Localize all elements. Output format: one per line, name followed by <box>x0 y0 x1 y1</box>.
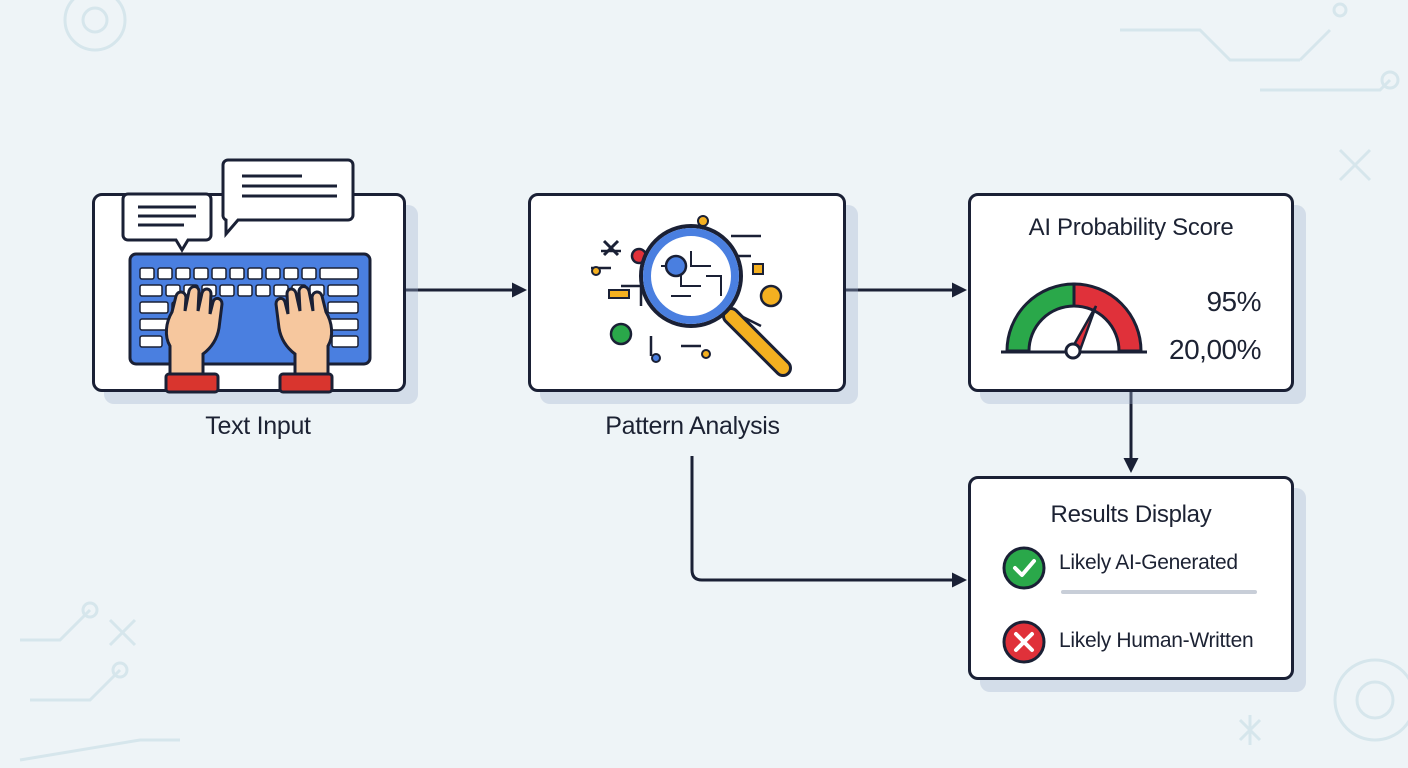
keyboard-typing-illustration <box>121 158 372 394</box>
left-sleeve <box>164 372 220 394</box>
score-value-secondary: 20,00% <box>1169 334 1261 365</box>
score-title: AI Probability Score <box>1028 214 1234 241</box>
right-sleeve <box>278 372 334 394</box>
result-human-written: Likely Human-Written <box>1059 629 1254 652</box>
check-icon <box>1002 546 1046 590</box>
hands-icon <box>164 285 334 376</box>
pattern-analysis-card <box>528 193 846 392</box>
results-title: Results Display <box>1050 501 1212 528</box>
gear-decoration-icon <box>63 0 127 52</box>
result-ai-generated: Likely AI-Generated <box>1059 551 1238 574</box>
ai-probability-score-card: AI Probability Score 95% 20,00% <box>968 193 1294 392</box>
orange-node <box>759 284 783 308</box>
gauge-icon <box>1001 282 1147 360</box>
score-value-primary: 95% <box>1206 286 1261 317</box>
magnifier-network-illustration <box>591 215 792 377</box>
text-input-label: Text Input <box>205 412 311 440</box>
results-display-card: Results Display Likely AI-Generated Like… <box>968 476 1294 680</box>
green-node <box>609 322 633 346</box>
speech-bubble-icon <box>121 158 355 253</box>
pattern-analysis-label: Pattern Analysis <box>605 412 780 440</box>
magnifier-icon <box>639 224 792 377</box>
x-mark-icon <box>602 239 620 257</box>
arrow-analysis-to-results <box>690 456 967 588</box>
x-icon <box>1002 620 1046 664</box>
results-divider <box>1061 590 1257 594</box>
